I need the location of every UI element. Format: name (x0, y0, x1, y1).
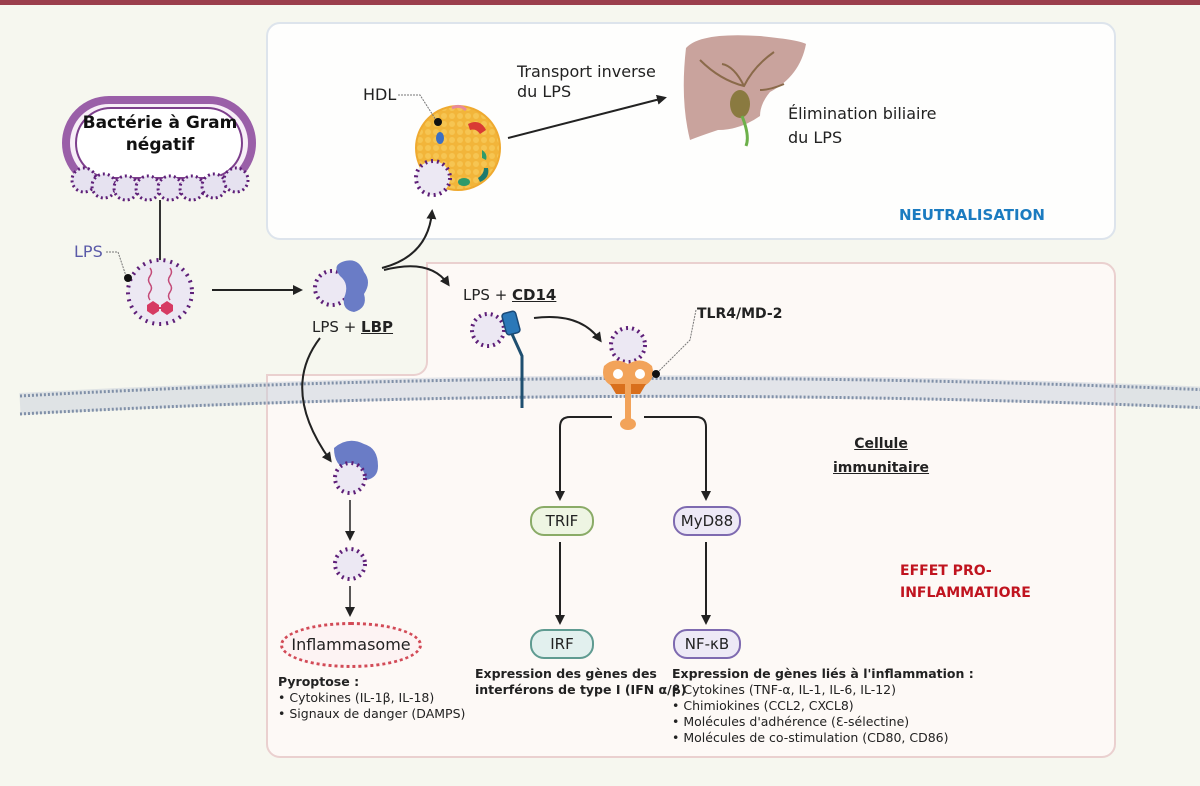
nfkb-node: NF-κB (673, 629, 741, 659)
tlr4-leader-dot (652, 370, 660, 378)
arrow-lbp-to-hdl (381, 209, 437, 269)
list-item: • Molécules d'adhérence (Ɛ-sélectine) (672, 714, 910, 729)
hdl-leader-line (398, 94, 437, 121)
lps-lbp-complex (313, 260, 368, 312)
lps-cd14-prefix: LPS + (463, 286, 513, 304)
hdl-particle (414, 104, 501, 197)
inflammation-genes-heading: Expression de gènes liés à l'inflammatio… (672, 666, 974, 681)
elimination-line1: Élimination biliaire (788, 104, 937, 123)
tlr4-md2-receptor (603, 326, 653, 430)
cytosolic-lps (333, 547, 367, 581)
lps-leader-dot (124, 274, 132, 282)
list-item: • Molécules de co-stimulation (CD80, CD8… (672, 730, 949, 745)
bacteria-label: Bactérie à Gram négatif (70, 112, 250, 156)
outer-membrane-lps (70, 166, 250, 202)
pyroptose-list: Pyroptose : • Cytokines (IL-1β, IL-18) •… (278, 674, 465, 722)
lps-molecule (126, 258, 194, 326)
cytosolic-lps-lbp (333, 440, 378, 495)
hdl-label: HDL (363, 85, 397, 104)
interferon-line2: interférons de type I (IFN α/β) (475, 682, 687, 697)
irf-node: IRF (530, 629, 594, 659)
list-item: • Cytokines (IL-1β, IL-18) (278, 690, 435, 705)
elimination-line2: du LPS (788, 128, 843, 147)
pro-inflammatory-line1: EFFET PRO- (900, 563, 992, 579)
pro-inflammatory-title: EFFET PRO- INFLAMMATIORE (900, 560, 1031, 604)
top-bar (0, 0, 1200, 5)
bacteria-label-line2: négatif (125, 135, 195, 155)
liver-icon (683, 35, 806, 147)
arrow-lbp-to-cd14 (383, 265, 450, 287)
arrow-hdl-to-liver (507, 94, 667, 139)
transport-label: Transport inverse du LPS (517, 62, 656, 102)
transport-line1: Transport inverse (517, 62, 656, 81)
lps-label: LPS (74, 242, 103, 261)
interferon-expression: Expression des gènes des interférons de … (475, 666, 686, 698)
immune-cell-label: Cellule immunitaire (833, 432, 929, 480)
pyroptose-heading: Pyroptose : (278, 674, 360, 689)
arrow-lbp-to-cytosol (301, 337, 332, 463)
lps-lbp-label: LPS + LBP (312, 318, 393, 336)
arrow-to-myd88 (644, 416, 711, 501)
cell-membrane (19, 375, 1200, 416)
list-item: • Cytokines (TNF-α, IL-1, IL-6, IL-12) (672, 682, 896, 697)
immune-cell-line2: immunitaire (833, 460, 930, 476)
inflammation-genes-list: Expression de gènes liés à l'inflammatio… (672, 666, 974, 746)
lps-leader-line (106, 251, 127, 277)
interferon-line1: Expression des gènes des (475, 666, 657, 681)
list-item: • Signaux de danger (DAMPS) (278, 706, 466, 721)
inflammasome-node: Inflammasome (280, 622, 422, 668)
trif-node: TRIF (530, 506, 594, 536)
arrow-to-trif (555, 416, 612, 501)
list-item: • Chimiokines (CCL2, CXCL8) (672, 698, 854, 713)
lps-lbp-prefix: LPS + (312, 318, 362, 336)
cd14-term: CD14 (512, 286, 557, 304)
arrow-cd14-to-tlr4 (533, 316, 602, 343)
lps-cd14-label: LPS + CD14 (463, 286, 556, 304)
gram-negative-bacteria (62, 96, 256, 202)
pro-inflammatory-line2: INFLAMMATIORE (900, 585, 1031, 601)
cd14-receptor (470, 310, 524, 408)
myd88-node: MyD88 (673, 506, 741, 536)
hdl-leader-dot (434, 118, 442, 126)
neutralisation-title: NEUTRALISATION (899, 206, 1045, 224)
transport-line2: du LPS (517, 82, 572, 101)
tlr4-leader-line (657, 309, 697, 373)
elimination-label: Élimination biliaire du LPS (788, 102, 937, 150)
bacteria-label-line1: Bactérie à Gram (82, 113, 238, 133)
tlr4-md2-label: TLR4/MD-2 (697, 306, 783, 322)
immune-cell-line1: Cellule (854, 436, 908, 452)
lbp-term: LBP (361, 318, 394, 336)
